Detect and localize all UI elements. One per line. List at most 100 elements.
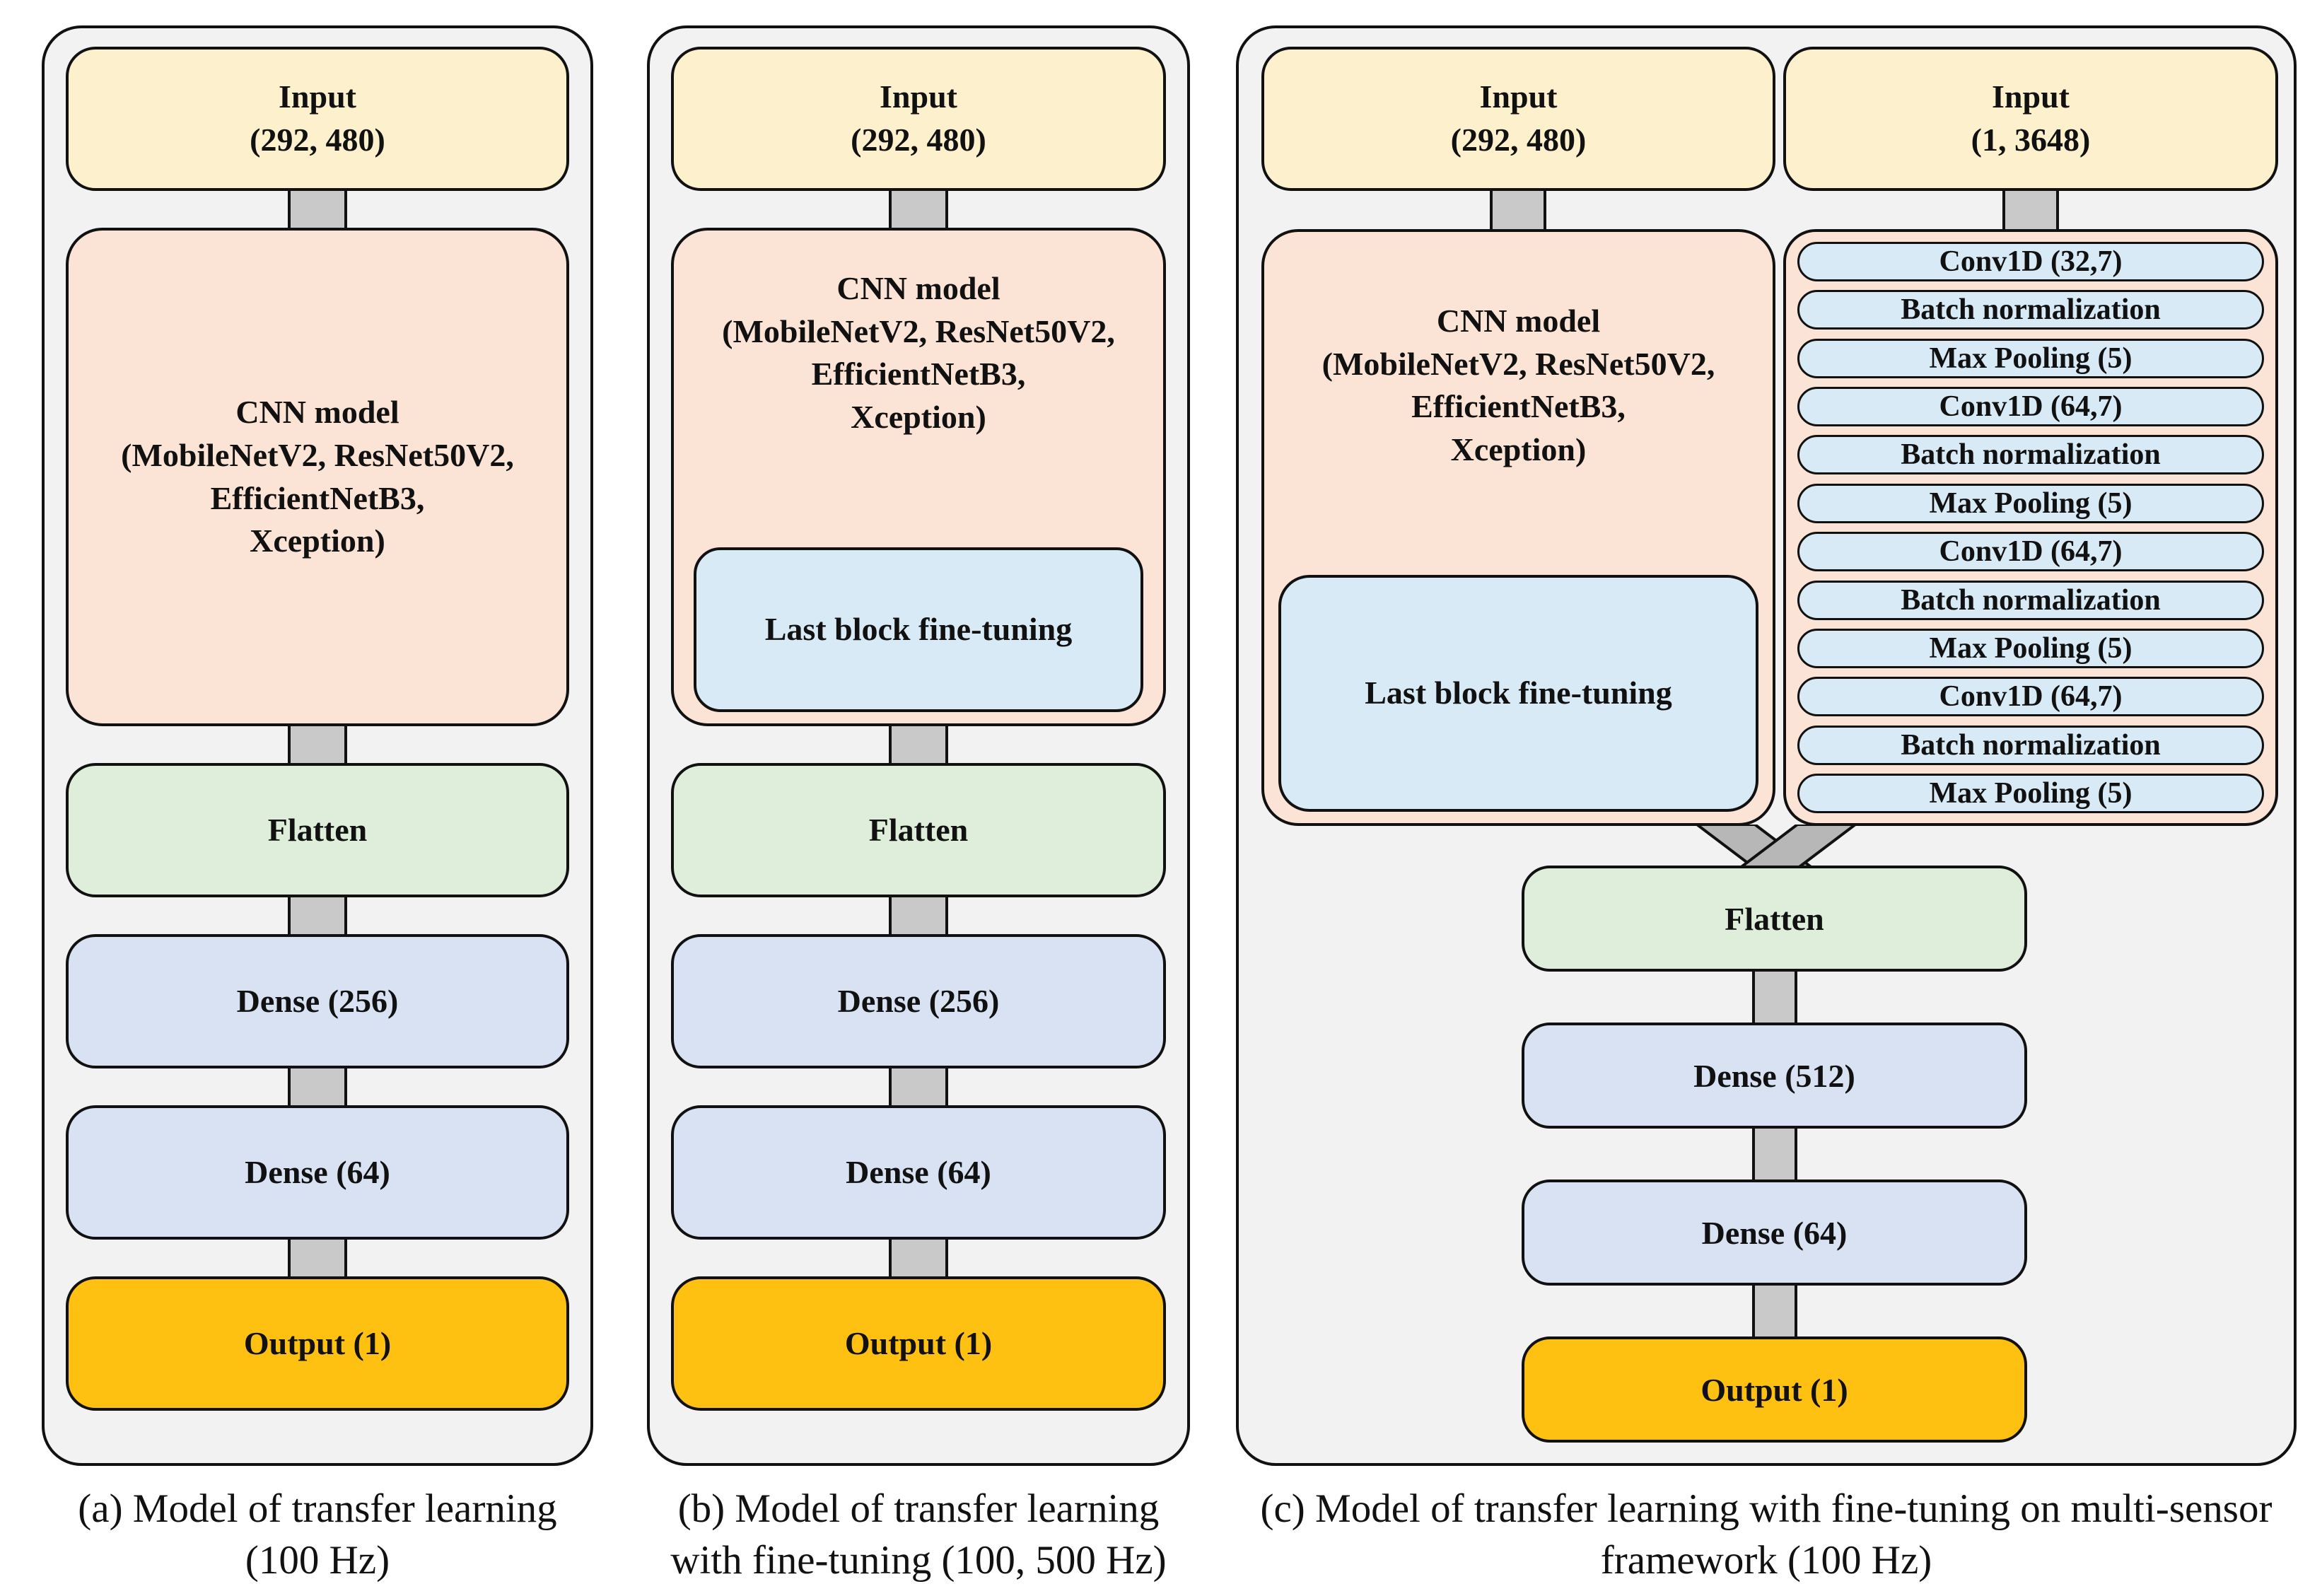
connector <box>889 1240 948 1276</box>
cnn-line: EfficientNetB3, <box>210 479 425 516</box>
connector <box>1752 972 1797 1023</box>
caption-line: (c) Model of transfer learning with fine… <box>1260 1486 2273 1531</box>
output-box-a: Output (1) <box>66 1276 569 1411</box>
input-title: Input <box>880 78 957 115</box>
flatten-box-c: Flatten <box>1522 866 2027 972</box>
cnn-text: CNN model (MobileNetV2, ResNet50V2, Effi… <box>1322 300 1715 472</box>
fine-tuning-label: Last block fine-tuning <box>764 611 1073 648</box>
layer-label: Max Pooling (5) <box>1929 631 2133 665</box>
batchnorm-layer: Batch normalization <box>1797 725 2264 765</box>
cnn-text: CNN model (MobileNetV2, ResNet50V2, Effi… <box>722 267 1115 439</box>
dense256-box-a: Dense (256) <box>66 934 569 1068</box>
connector <box>288 897 347 934</box>
flatten-label: Flatten <box>868 811 969 848</box>
conv1d-layer: Conv1D (64,7) <box>1797 387 2264 427</box>
cnn-line: EfficientNetB3, <box>811 356 1026 392</box>
dense64-box-a: Dense (64) <box>66 1105 569 1240</box>
input-shape: (292, 480) <box>1450 122 1587 158</box>
output-box-c: Output (1) <box>1522 1336 2027 1443</box>
connector <box>2002 191 2059 229</box>
caption-line: with fine-tuning (100, 500 Hz) <box>670 1537 1167 1583</box>
panel-b: Input (292, 480) CNN model (MobileNetV2,… <box>647 25 1190 1466</box>
batchnorm-layer: Batch normalization <box>1797 290 2264 330</box>
layer-label: Batch normalization <box>1901 728 2161 762</box>
connector <box>889 726 948 763</box>
dense-label: Dense (512) <box>1693 1057 1855 1094</box>
conv-stack-box: Conv1D (32,7) Batch normalization Max Po… <box>1783 229 2278 826</box>
layer-label: Batch normalization <box>1901 583 2161 617</box>
panel-a-stack: Input (292, 480) CNN model (MobileNetV2,… <box>45 28 590 1463</box>
flatten-box-b: Flatten <box>671 763 1166 897</box>
caption-a: (a) Model of transfer learning (100 Hz) <box>42 1484 593 1587</box>
panel-b-stack: Input (292, 480) CNN model (MobileNetV2,… <box>650 28 1187 1463</box>
layer-label: Max Pooling (5) <box>1929 776 2133 810</box>
layer-label: Batch normalization <box>1901 438 2161 472</box>
caption-line: (a) Model of transfer learning <box>78 1486 557 1531</box>
output-label: Output (1) <box>243 1324 392 1361</box>
input-box-b: Input (292, 480) <box>671 47 1166 191</box>
output-label: Output (1) <box>844 1324 993 1361</box>
connector <box>288 1240 347 1276</box>
cnn-line: (MobileNetV2, ResNet50V2, <box>722 313 1115 349</box>
dense-label: Dense (256) <box>236 982 399 1019</box>
layer-label: Max Pooling (5) <box>1929 487 2133 520</box>
layer-label: Conv1D (64,7) <box>1939 390 2123 424</box>
layer-label: Batch normalization <box>1901 293 2161 327</box>
input-box-c-signal: Input (1, 3648) <box>1783 47 2278 191</box>
conv1d-layer: Conv1D (32,7) <box>1797 242 2264 281</box>
flatten-label: Flatten <box>1725 900 1824 937</box>
maxpool-layer: Max Pooling (5) <box>1797 483 2264 523</box>
fine-tuning-label: Last block fine-tuning <box>1365 675 1672 711</box>
batchnorm-layer: Batch normalization <box>1797 435 2264 475</box>
connector <box>1752 1129 1797 1179</box>
merge-arrow-right <box>1737 825 1858 868</box>
cnn-box-b: CNN model (MobileNetV2, ResNet50V2, Effi… <box>671 228 1166 726</box>
fine-tuning-box-b: Last block fine-tuning <box>694 547 1143 712</box>
flatten-label: Flatten <box>267 811 368 848</box>
connector <box>1752 1286 1797 1336</box>
input-title: Input <box>1479 78 1558 115</box>
connector <box>889 897 948 934</box>
connector <box>288 726 347 763</box>
batchnorm-layer: Batch normalization <box>1797 580 2264 620</box>
maxpool-layer: Max Pooling (5) <box>1797 338 2264 378</box>
maxpool-layer: Max Pooling (5) <box>1797 773 2264 813</box>
cnn-line: (MobileNetV2, ResNet50V2, <box>121 436 514 473</box>
caption-line: (b) Model of transfer learning <box>677 1486 1160 1531</box>
merge-arrows <box>1694 825 1858 868</box>
caption-b: (b) Model of transfer learning with fine… <box>633 1484 1204 1587</box>
layer-label: Conv1D (32,7) <box>1939 245 2123 278</box>
output-label: Output (1) <box>1700 1371 1848 1408</box>
cnn-line: CNN model <box>235 394 399 431</box>
panel-a: Input (292, 480) CNN model (MobileNetV2,… <box>42 25 593 1466</box>
conv1d-layer: Conv1D (64,7) <box>1797 677 2264 717</box>
caption-line: (100 Hz) <box>245 1537 390 1583</box>
input-shape: (292, 480) <box>250 122 385 158</box>
fine-tuning-box-c: Last block fine-tuning <box>1278 575 1758 812</box>
dense512-box-c: Dense (512) <box>1522 1023 2027 1129</box>
dense64-box-b: Dense (64) <box>671 1105 1166 1240</box>
dense-label: Dense (256) <box>837 982 1000 1019</box>
connector <box>889 191 948 228</box>
cnn-line: Xception) <box>851 399 986 436</box>
dense-label: Dense (64) <box>245 1153 390 1190</box>
input-title: Input <box>1992 78 2070 115</box>
caption-c: (c) Model of transfer learning with fine… <box>1215 1484 2318 1587</box>
conv1d-layer: Conv1D (64,7) <box>1797 532 2264 572</box>
input-shape: (1, 3648) <box>1971 122 2091 158</box>
dense64-box-c: Dense (64) <box>1522 1179 2027 1286</box>
layer-label: Conv1D (64,7) <box>1939 535 2123 569</box>
maxpool-layer: Max Pooling (5) <box>1797 628 2264 668</box>
cnn-line: Xception) <box>250 523 385 559</box>
connector <box>1490 191 1546 229</box>
layer-label: Conv1D (64,7) <box>1939 680 2123 713</box>
panel-c: Input (292, 480) CNN model (MobileNetV2,… <box>1236 25 2297 1466</box>
dense-label: Dense (64) <box>1701 1214 1848 1251</box>
input-box-c-image: Input (292, 480) <box>1261 47 1775 191</box>
flatten-box-a: Flatten <box>66 763 569 897</box>
cnn-box-c: CNN model (MobileNetV2, ResNet50V2, Effi… <box>1261 229 1775 826</box>
layer-label: Max Pooling (5) <box>1929 342 2133 375</box>
input-shape: (292, 480) <box>851 122 986 158</box>
cnn-line: Xception) <box>1450 431 1587 468</box>
